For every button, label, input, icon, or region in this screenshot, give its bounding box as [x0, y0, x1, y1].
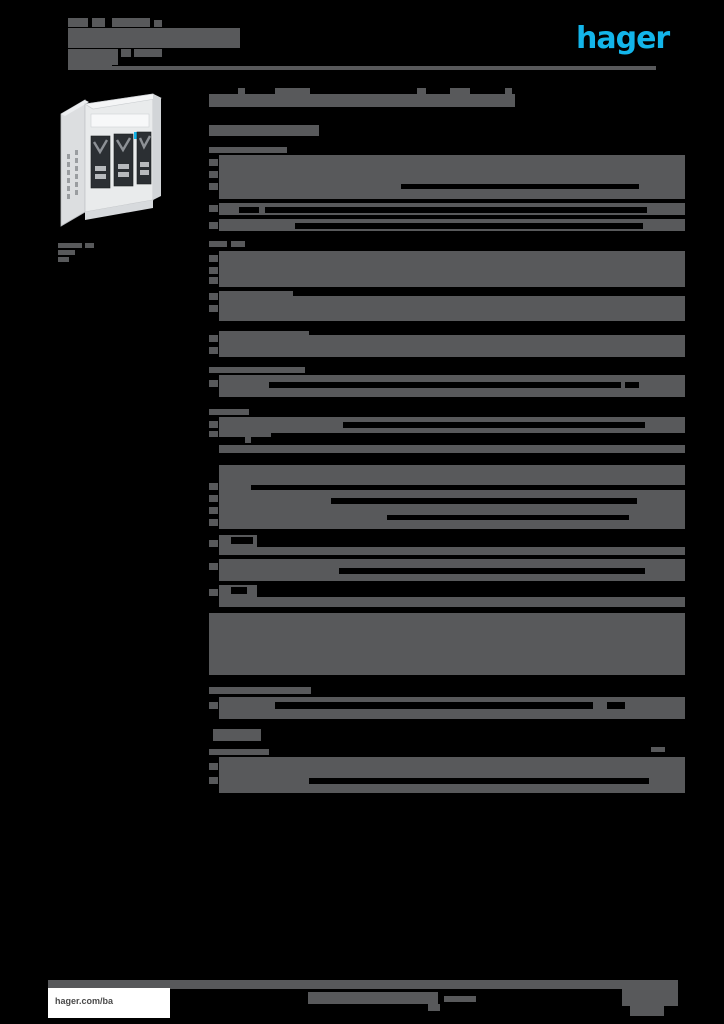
product-image [55, 92, 177, 232]
footer-divider [48, 980, 678, 989]
header-divider [68, 66, 656, 70]
footer-url[interactable]: hager.com/ba [48, 988, 170, 1018]
hager-logo-text: hager [576, 21, 670, 56]
hager-logo: hager [576, 24, 672, 54]
footer-url-text: hager.com/ba [55, 996, 114, 1006]
